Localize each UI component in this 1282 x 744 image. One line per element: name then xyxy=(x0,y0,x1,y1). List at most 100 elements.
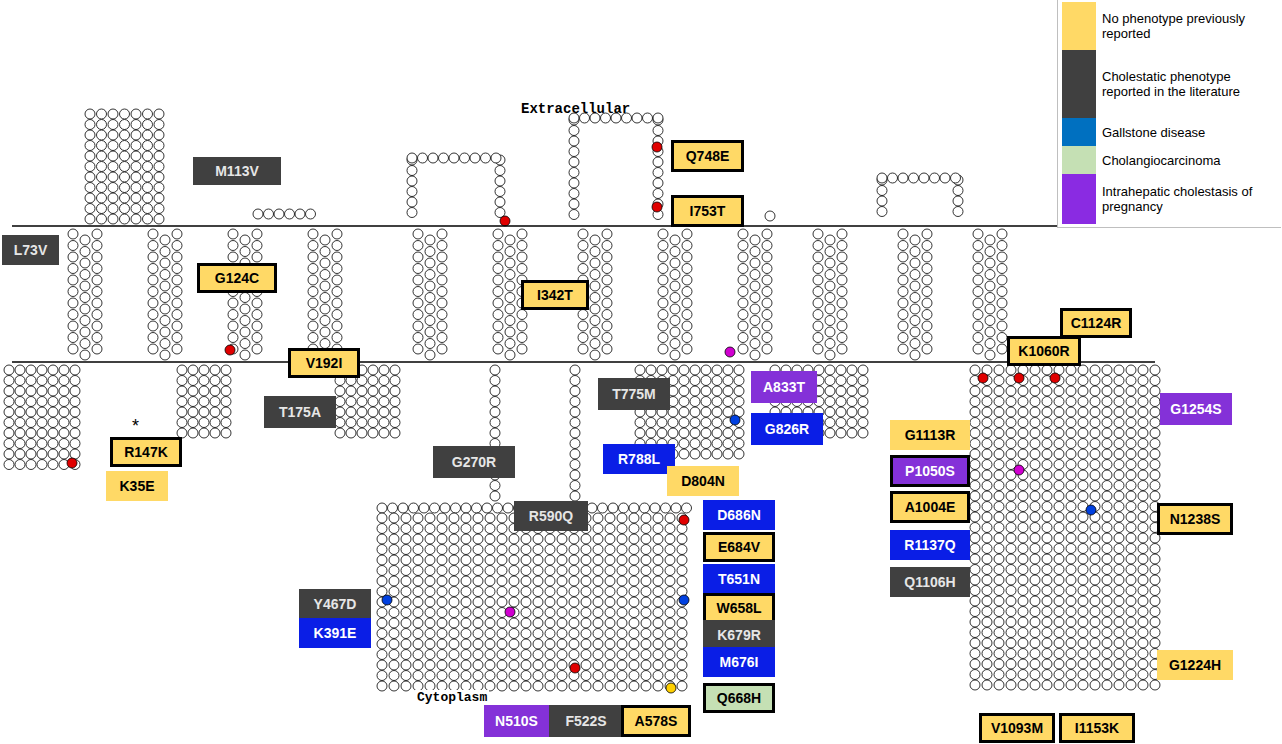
residue-circle xyxy=(982,407,992,417)
residue-circle xyxy=(1030,628,1040,638)
residue-circle xyxy=(982,470,992,480)
residue-circle xyxy=(120,130,130,140)
residue-circle xyxy=(682,344,692,354)
residue-circle xyxy=(389,524,399,534)
residue-circle xyxy=(26,397,36,407)
residue-circle xyxy=(92,344,102,354)
residue-circle xyxy=(108,141,118,151)
residue-circle xyxy=(762,241,772,251)
residue-circle xyxy=(26,428,36,438)
residue-circle xyxy=(131,204,141,214)
residue-circle xyxy=(1078,470,1088,480)
residue-circle xyxy=(1126,386,1136,396)
residue-circle xyxy=(108,162,118,172)
residue-circle xyxy=(569,189,579,199)
residue-circle xyxy=(608,503,618,513)
residue-circle xyxy=(970,418,980,428)
residue-circle xyxy=(910,304,920,314)
mutation-box: R1137Q xyxy=(890,530,970,560)
residue-circle xyxy=(143,172,153,182)
residue-circle xyxy=(682,287,692,297)
residue-circle xyxy=(1090,397,1100,407)
residue-circle xyxy=(37,386,47,396)
residue-circle xyxy=(1138,586,1148,596)
residue-circle xyxy=(1066,491,1076,501)
residue-circle xyxy=(569,618,579,628)
residue-circle xyxy=(593,555,603,565)
residue-circle xyxy=(1138,544,1148,554)
residue-circle xyxy=(1018,439,1028,449)
residue-circle xyxy=(629,608,639,618)
residue-circle xyxy=(661,503,671,513)
residue-circle xyxy=(665,545,675,555)
residue-circle xyxy=(521,660,531,670)
residue-circle xyxy=(228,229,238,239)
residue-circle xyxy=(982,418,992,428)
residue-circle xyxy=(593,513,603,523)
residue-circle xyxy=(517,321,527,331)
residue-circle xyxy=(1090,670,1100,680)
residue-circle xyxy=(1114,481,1124,491)
residue-circle xyxy=(390,397,400,407)
residue-circle xyxy=(1042,512,1052,522)
residue-circle xyxy=(1006,617,1016,627)
residue-circle xyxy=(1006,481,1016,491)
residue-circle xyxy=(1054,649,1064,659)
residue-circle xyxy=(1066,502,1076,512)
residue-circle xyxy=(1138,670,1148,680)
residue-circle xyxy=(437,275,447,285)
residue-circle xyxy=(437,310,447,320)
residue-circle xyxy=(493,275,503,285)
residue-circle xyxy=(1042,397,1052,407)
residue-circle xyxy=(15,428,25,438)
residue-circle xyxy=(131,172,141,182)
residue-circle xyxy=(490,407,500,417)
residue-circle xyxy=(1054,596,1064,606)
residue-circle xyxy=(677,576,687,586)
residue-circle xyxy=(970,491,980,501)
residue-circle xyxy=(493,344,503,354)
residue-circle xyxy=(1078,407,1088,417)
residue-circle xyxy=(858,376,868,386)
residue-circle xyxy=(346,386,356,396)
residue-circle xyxy=(497,629,507,639)
residue-circle xyxy=(1090,491,1100,501)
residue-circle xyxy=(1090,565,1100,575)
residue-circle xyxy=(143,109,153,119)
residue-circle xyxy=(68,252,78,262)
residue-circle xyxy=(825,281,835,291)
residue-circle xyxy=(437,545,447,555)
residue-circle xyxy=(533,566,543,576)
residue-circle xyxy=(97,214,107,224)
mutation-box: G1113R xyxy=(890,420,970,450)
residue-circle xyxy=(825,428,835,438)
residue-circle xyxy=(1018,502,1028,512)
residue-circle xyxy=(425,513,435,523)
residue-circle xyxy=(750,339,760,349)
residue-circle xyxy=(199,397,209,407)
residue-circle xyxy=(836,376,846,386)
residue-circle xyxy=(85,120,95,130)
residue-circle xyxy=(485,639,495,649)
residue-circle xyxy=(825,397,835,407)
residue-circle xyxy=(517,333,527,343)
residue-circle xyxy=(629,555,639,565)
residue-circle xyxy=(533,576,543,586)
residue-circle xyxy=(605,629,615,639)
residue-circle xyxy=(1114,460,1124,470)
residue-circle xyxy=(1006,575,1016,585)
mutation-label: G270R xyxy=(452,454,496,470)
residue-circle xyxy=(590,304,600,314)
residue-circle xyxy=(390,418,400,428)
residue-circle xyxy=(143,151,153,161)
residue-circle xyxy=(617,671,627,681)
residue-circle xyxy=(590,258,600,268)
residue-circle xyxy=(521,597,531,607)
residue-circle xyxy=(677,555,687,565)
mutation-box: F522S xyxy=(549,705,623,737)
residue-circle xyxy=(750,293,760,303)
residue-circle xyxy=(413,524,423,534)
residue-circle xyxy=(1066,386,1076,396)
residue-circle xyxy=(593,660,603,670)
membrane-line xyxy=(12,225,1155,227)
